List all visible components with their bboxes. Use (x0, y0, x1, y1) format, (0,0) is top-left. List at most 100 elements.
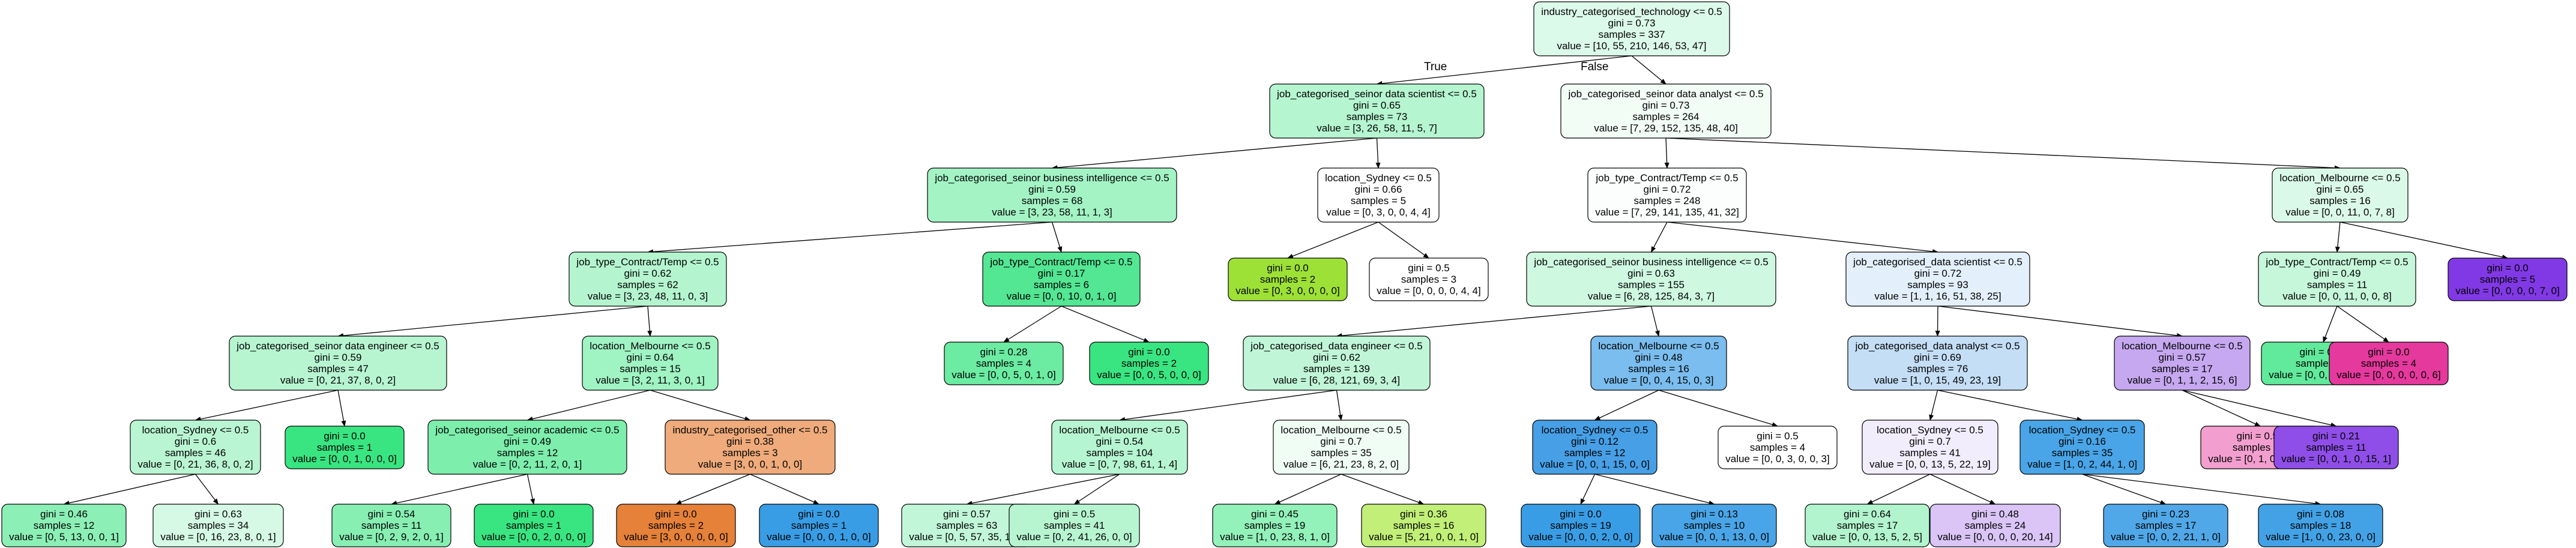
tree-edge (1866, 474, 1931, 505)
node-stat-text: gini = 0.69 (1914, 352, 1961, 363)
tree-edges (63, 55, 2508, 506)
node-stat-text: samples = 47 (307, 363, 369, 375)
node-stat-text: value = [7, 29, 152, 135, 48, 40] (1594, 122, 1738, 134)
node-stat-text: value = [0, 16, 23, 8, 0, 1] (160, 531, 276, 543)
tree-edge (1051, 137, 1377, 170)
node-stat-text: samples = 68 (1022, 195, 1083, 206)
node-stat-text: samples = 16 (1393, 520, 1455, 531)
node-stat-text: samples = 264 (1632, 111, 1699, 122)
split-condition-text: industry_categorised_other <= 0.5 (672, 424, 827, 436)
node-stat-text: gini = 0.5 (1408, 262, 1449, 274)
tree-node: job_categorised_data analyst <= 0.5gini … (1847, 336, 2028, 391)
tree-edge (675, 474, 750, 505)
node-stat-text: gini = 0.13 (1691, 508, 1738, 520)
node-stat-text: samples = 337 (1598, 29, 1665, 40)
tree-node-box (665, 420, 836, 475)
tree-edge (1336, 390, 1343, 421)
split-condition-text: job_type_Contract/Temp <= 0.5 (1595, 172, 1738, 184)
tree-node-box (944, 342, 1064, 385)
node-stat-text: samples = 63 (937, 520, 998, 531)
node-stat-text: gini = 0.0 (1128, 346, 1169, 358)
node-stat-text: samples = 248 (1633, 195, 1700, 206)
tree-edge (195, 474, 219, 505)
node-stat-text: value = [3, 26, 58, 11, 5, 7] (1317, 122, 1437, 134)
node-stat-text: value = [0, 0, 0, 1, 0, 0] (767, 531, 870, 543)
node-stat-text: samples = 93 (1907, 279, 1968, 291)
tree-node-box (2114, 336, 2251, 391)
node-stat-text: value = [3, 0, 0, 0, 0, 0] (624, 531, 728, 543)
split-condition-text: location_Sydney <= 0.5 (1325, 172, 1432, 184)
tree-node: job_categorised_seinor business intellig… (1526, 251, 1776, 307)
node-stat-text: value = [0, 0, 1, 0, 0, 0] (292, 453, 396, 465)
split-condition-text: job_type_Contract/Temp <= 0.5 (2265, 256, 2408, 268)
node-stat-text: gini = 0.59 (1028, 184, 1076, 195)
tree-edge (2082, 474, 2167, 505)
node-stat-text: value = [3, 0, 0, 1, 0, 0] (698, 459, 802, 470)
tree-edge (1378, 221, 1429, 259)
node-stat-text: value = [0, 2, 11, 2, 0, 1] (473, 459, 582, 470)
tree-node-box (1269, 83, 1485, 139)
tree-node-box (1051, 420, 1188, 475)
tree-edge (750, 474, 819, 505)
node-stat-text: value = [0, 0, 0, 2, 0, 0] (1528, 531, 1632, 543)
node-stat-text: value = [3, 2, 11, 3, 0, 1] (596, 375, 705, 386)
node-stat-text: value = [3, 23, 48, 11, 0, 3] (588, 291, 708, 302)
node-stat-text: gini = 0.54 (1096, 436, 1144, 447)
tree-node-box (2103, 504, 2228, 547)
node-stat-text: gini = 0.36 (1400, 508, 1447, 520)
tree-edge (1375, 137, 1381, 169)
node-stat-text: value = [0, 5, 57, 35, 1, 4] (909, 531, 1024, 543)
tree-node-box (1590, 336, 1727, 391)
tree-edge (1274, 474, 1342, 505)
tree-node-box (285, 426, 405, 469)
tree-node-box (1521, 504, 1641, 547)
tree-edge (1929, 474, 1996, 505)
node-stat-text: gini = 0.57 (943, 508, 991, 520)
tree-node-box (1847, 336, 2028, 391)
tree-node-box (1273, 420, 1410, 475)
node-stat-text: gini = 0.66 (1355, 184, 1402, 195)
tree-node-box (1587, 167, 1747, 223)
node-stat-text: value = [0, 0, 13, 5, 2, 5] (1812, 531, 1922, 543)
node-stat-text: samples = 18 (2290, 520, 2351, 531)
node-stat-text: gini = 0.0 (324, 430, 365, 442)
node-stat-text: value = [0, 0, 0, 0, 0, 6] (2336, 369, 2440, 381)
tree-node-box (474, 504, 594, 547)
tree-node-box (331, 504, 451, 547)
node-stat-text: gini = 0.0 (2368, 346, 2409, 358)
tree-node-box (1805, 504, 1930, 547)
node-stat-text: samples = 5 (1351, 195, 1406, 206)
node-stat-text: gini = 0.5 (1054, 508, 1095, 520)
node-stat-text: value = [1, 0, 15, 49, 23, 19] (1874, 375, 2001, 386)
node-stat-text: gini = 0.17 (1038, 268, 1085, 279)
tree-edge (1580, 474, 1596, 505)
node-stat-text: gini = 0.65 (1353, 100, 1401, 111)
node-stat-text: value = [0, 0, 4, 15, 0, 3] (1604, 375, 1714, 386)
tree-edge (1665, 137, 2341, 170)
node-stat-text: gini = 0.7 (1320, 436, 1362, 447)
tree-node-box (1369, 257, 1489, 301)
node-stat-text: value = [1, 0, 2, 44, 1, 0] (2027, 459, 2137, 470)
node-stat-text: samples = 139 (1303, 363, 1370, 375)
node-stat-text: samples = 11 (361, 520, 421, 531)
tree-node-box (2329, 342, 2449, 385)
node-stat-text: samples = 2 (648, 520, 704, 531)
